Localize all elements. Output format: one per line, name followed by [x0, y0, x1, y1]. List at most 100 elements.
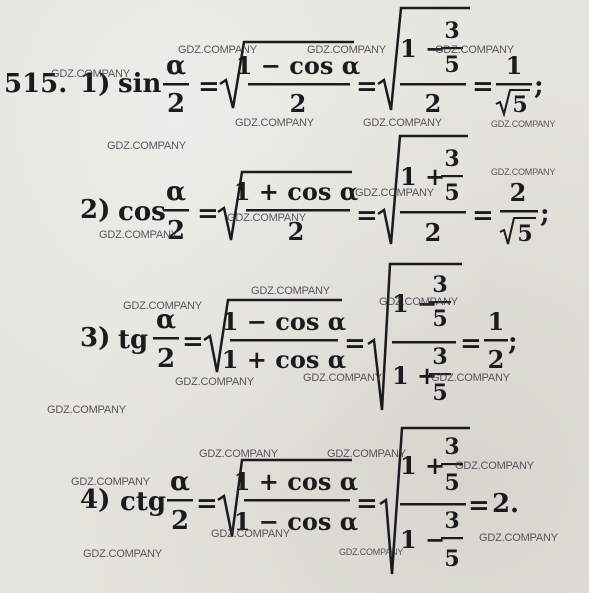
item-3-top-whole: 1 − — [392, 289, 437, 318]
item-3-mid-num: 1 − cos α — [222, 307, 346, 336]
svg-text:=: = — [197, 199, 219, 229]
watermark: GDZ.COMPANY — [379, 296, 458, 308]
item-4-top-den: 5 — [444, 470, 459, 496]
item-1-mid-num: 1 − cos α — [236, 51, 360, 80]
item-4-half-den: 2 — [171, 506, 189, 536]
svg-text:=: = — [472, 72, 494, 102]
item-1-sub-num: 3 — [444, 18, 459, 44]
watermark: GDZ.COMPANY — [123, 300, 202, 312]
watermark: GDZ.COMPANY — [83, 548, 162, 560]
watermark: GDZ.COMPANY — [227, 212, 306, 224]
watermark: GDZ.COMPANY — [479, 532, 558, 544]
item-3-tail: ; — [508, 327, 518, 357]
item-3-mid-den: 1 + cos α — [222, 345, 346, 374]
watermark: GDZ.COMPANY — [307, 44, 386, 56]
item-1-result-num: 1 — [506, 51, 523, 80]
item-3-top-den: 5 — [432, 306, 447, 332]
watermark: GDZ.COMPANY — [251, 285, 330, 297]
item-1-mid-den: 2 — [290, 89, 307, 118]
watermark: GDZ.COMPANY — [491, 167, 556, 177]
watermark: GDZ.COMPANY — [211, 528, 290, 540]
item-3-bot-num: 3 — [432, 344, 447, 370]
item-1-label: 1) — [80, 69, 110, 99]
svg-text:=: = — [356, 72, 378, 102]
item-1-tail: ; — [534, 71, 544, 101]
item-2-mid-den: 2 — [288, 217, 305, 246]
watermark: GDZ.COMPANY — [455, 460, 534, 472]
svg-text:=: = — [196, 489, 218, 519]
item-2-result-den: 5 — [517, 221, 532, 247]
svg-text:=: = — [356, 201, 378, 231]
item-4-result: 2 — [492, 489, 510, 519]
item-2-sub-num: 3 — [444, 146, 459, 172]
item-2-half-num: α — [166, 177, 186, 207]
watermark: GDZ.COMPANY — [178, 44, 257, 56]
watermark: GDZ.COMPANY — [47, 404, 126, 416]
item-4-bot-whole: 1 − — [400, 525, 445, 554]
item-4: 4) ctg α 2 = 1 + cos α 1 − cos α = 1 + 3… — [80, 426, 519, 575]
item-3-half-num: α — [156, 305, 176, 335]
svg-text:=: = — [182, 327, 204, 357]
item-1-sub-whole: 1 − — [400, 34, 445, 63]
watermark: GDZ.COMPANY — [107, 140, 186, 152]
item-2-sub-den: 5 — [444, 180, 459, 206]
watermark: GDZ.COMPANY — [491, 119, 556, 129]
item-3-half-den: 2 — [157, 344, 175, 374]
watermark: GDZ.COMPANY — [51, 68, 130, 80]
item-1-half-den: 2 — [167, 89, 185, 119]
item-3-bot-whole: 1 + — [392, 361, 437, 390]
item-1-result-den: 5 — [512, 92, 527, 118]
watermark: GDZ.COMPANY — [363, 117, 442, 129]
item-3-bot-den: 5 — [432, 380, 447, 406]
item-2-tail: ; — [540, 199, 550, 229]
item-4-top-num: 3 — [444, 434, 459, 460]
item-1-sub-den: 5 — [444, 52, 459, 78]
svg-text:=: = — [344, 329, 366, 359]
item-3-label: 3) — [80, 323, 110, 353]
watermark: GDZ.COMPANY — [199, 448, 278, 460]
item-2: 2) cos α 2 = 1 + cos α 2 = 1 + 3 5 2 = 2… — [80, 134, 550, 247]
item-4-tail: . — [510, 489, 519, 519]
item-3: 3) tg α 2 = 1 − cos α 1 + cos α = 1 − 3 … — [80, 262, 518, 411]
item-3-top-num: 3 — [432, 272, 447, 298]
item-2-mid-num: 1 + cos α — [234, 177, 358, 206]
svg-text:=: = — [460, 329, 482, 359]
svg-text:=: = — [472, 201, 494, 231]
watermark: GDZ.COMPANY — [431, 372, 510, 384]
item-4-func: ctg — [120, 487, 166, 517]
item-1: 1) sin α 2 = 1 − cos α 2 = 1 − 3 5 2 = 1… — [80, 6, 544, 119]
item-4-bot-num: 3 — [444, 508, 459, 534]
watermark: GDZ.COMPANY — [435, 44, 514, 56]
item-3-func: tg — [118, 325, 148, 355]
watermark: GDZ.COMPANY — [175, 376, 254, 388]
item-3-result-num: 1 — [488, 307, 505, 336]
item-4-bot-den: 5 — [444, 546, 459, 572]
item-2-half-den: 2 — [167, 216, 185, 246]
item-4-label: 4) — [80, 485, 110, 515]
item-4-top-whole: 1 + — [400, 451, 445, 480]
item-4-mid-num: 1 + cos α — [234, 467, 358, 496]
item-3-result-den: 2 — [488, 345, 505, 374]
item-2-sub-whole: 1 + — [400, 162, 445, 191]
watermark: GDZ.COMPANY — [355, 187, 434, 199]
item-4-half-num: α — [170, 467, 190, 497]
item-2-result-num: 2 — [510, 178, 527, 207]
watermark: GDZ.COMPANY — [303, 372, 382, 384]
svg-text:=: = — [198, 72, 220, 102]
item-2-label: 2) — [80, 195, 110, 225]
item-2-outer-den: 2 — [425, 218, 442, 247]
svg-text:=: = — [468, 491, 490, 521]
watermark: GDZ.COMPANY — [327, 448, 406, 460]
item-2-func: cos — [118, 197, 166, 227]
watermark: GDZ.COMPANY — [99, 229, 178, 241]
watermark: GDZ.COMPANY — [71, 476, 150, 488]
item-4-mid-den: 1 − cos α — [234, 507, 358, 536]
problem-number: 515. — [4, 69, 67, 99]
watermark: GDZ.COMPANY — [235, 117, 314, 129]
svg-text:=: = — [356, 489, 378, 519]
item-1-outer-den: 2 — [425, 89, 442, 118]
item-1-half-num: α — [166, 51, 186, 81]
watermark: GDZ.COMPANY — [339, 547, 404, 557]
item-1-func: sin — [118, 69, 162, 99]
